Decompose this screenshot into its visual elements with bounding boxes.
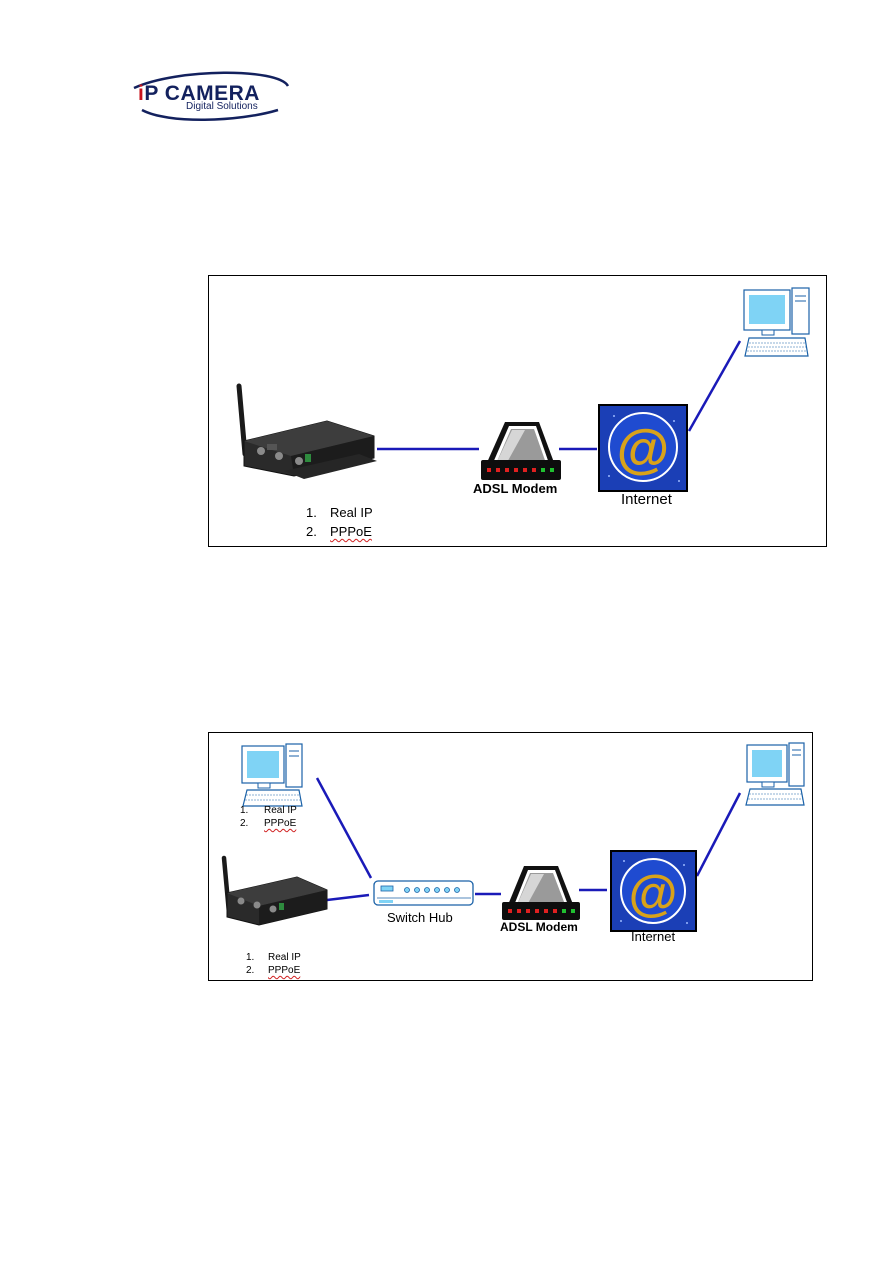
camera-connection-type-item: 1. Real IP (246, 952, 301, 963)
adsl-modem-icon (481, 422, 561, 480)
link-internet-pc (687, 340, 742, 432)
svg-text:@: @ (617, 419, 670, 479)
diagram-direct-connection: @ ADSL Modem Internet 1. Real IP 2. PPPoE (208, 275, 827, 547)
list-number: 1. (306, 505, 317, 520)
diagram1-canvas: @ (236, 287, 810, 492)
logo-subtitle: Digital Solutions (186, 101, 258, 112)
svg-text:@: @ (629, 865, 678, 921)
list-text: Real IP (264, 805, 297, 816)
desktop-computer-icon (241, 743, 303, 807)
link-pc-switch (315, 777, 373, 879)
internet-label: Internet (621, 491, 672, 508)
internet-globe-icon: @ (598, 404, 688, 492)
modem-label: ADSL Modem (473, 481, 558, 496)
internet-label: Internet (631, 929, 676, 944)
desktop-computer-icon (745, 742, 805, 806)
list-number: 1. (246, 952, 255, 963)
camera-connection-type-item: 2. PPPoE (246, 965, 300, 976)
desktop-computer-icon (743, 287, 810, 357)
pc-connection-type-item: 1. Real IP (240, 805, 297, 816)
link-camera-switch (326, 893, 370, 902)
diagram2-canvas: @ (221, 742, 805, 932)
pc-connection-type-item: 2. PPPoE (240, 818, 296, 829)
modem-label: ADSL Modem (500, 920, 578, 934)
internet-globe-icon: @ (610, 850, 697, 932)
ip-camera-device-icon (236, 383, 377, 479)
connection-type-item: 2. PPPoE (306, 524, 372, 539)
switch-hub-icon (373, 880, 474, 906)
logo-swoosh (133, 71, 290, 121)
ip-camera-device-icon (221, 855, 328, 926)
list-text: PPPoE (264, 818, 297, 829)
adsl-modem-icon (502, 866, 580, 920)
list-number: 2. (306, 524, 317, 539)
ip-camera-logo: iP CAMERA Digital Solutions (128, 70, 328, 122)
logo-title-rest: P CAMERA (144, 82, 260, 105)
link-internet-pc (695, 792, 742, 877)
diagram-switch-hub-connection: @ 1. Real IP 2. PPPoE Switch Hub ADSL Mode… (208, 732, 813, 981)
list-number: 2. (240, 818, 249, 829)
list-number: 1. (240, 805, 249, 816)
list-text: Real IP (268, 952, 301, 963)
logo-title: iP CAMERA (138, 82, 260, 106)
list-text: PPPoE (330, 524, 372, 539)
list-text: PPPoE (268, 965, 301, 976)
logo-title-prefix: i (138, 82, 145, 105)
list-number: 2. (246, 965, 255, 976)
switch-hub-label: Switch Hub (387, 910, 453, 925)
connection-type-item: 1. Real IP (306, 505, 373, 520)
list-text: Real IP (330, 505, 373, 520)
